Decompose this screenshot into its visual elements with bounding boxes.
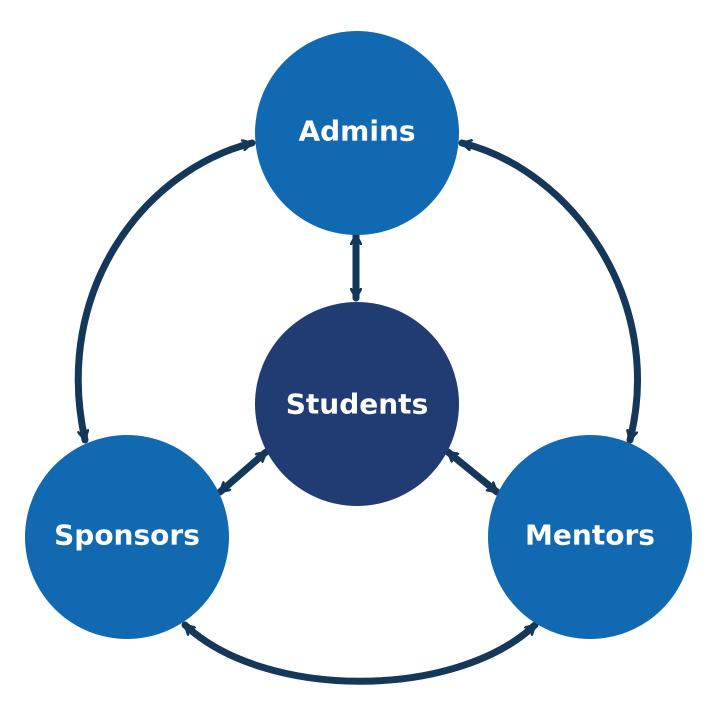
node-students: Students xyxy=(255,302,459,506)
node-sponsors-circle xyxy=(25,435,229,639)
node-admins-label: Admins xyxy=(298,115,415,148)
node-admins-circle xyxy=(255,31,459,235)
node-mentors: Mentors xyxy=(488,435,692,639)
connector-students-sponsors xyxy=(216,448,270,496)
connectors xyxy=(74,143,641,685)
node-sponsors-label: Sponsors xyxy=(54,519,200,552)
connector-students-mentors xyxy=(444,448,501,496)
connector-admins-sponsors xyxy=(74,143,256,444)
connector-admins-mentors xyxy=(458,143,641,444)
node-students-label: Students xyxy=(286,388,429,421)
node-admins: Admins xyxy=(255,31,459,235)
node-mentors-label: Mentors xyxy=(525,519,655,552)
node-mentors-circle xyxy=(488,435,692,639)
node-sponsors: Sponsors xyxy=(25,435,229,639)
connector-sponsors-mentors xyxy=(181,621,539,685)
node-students-circle xyxy=(255,302,459,506)
